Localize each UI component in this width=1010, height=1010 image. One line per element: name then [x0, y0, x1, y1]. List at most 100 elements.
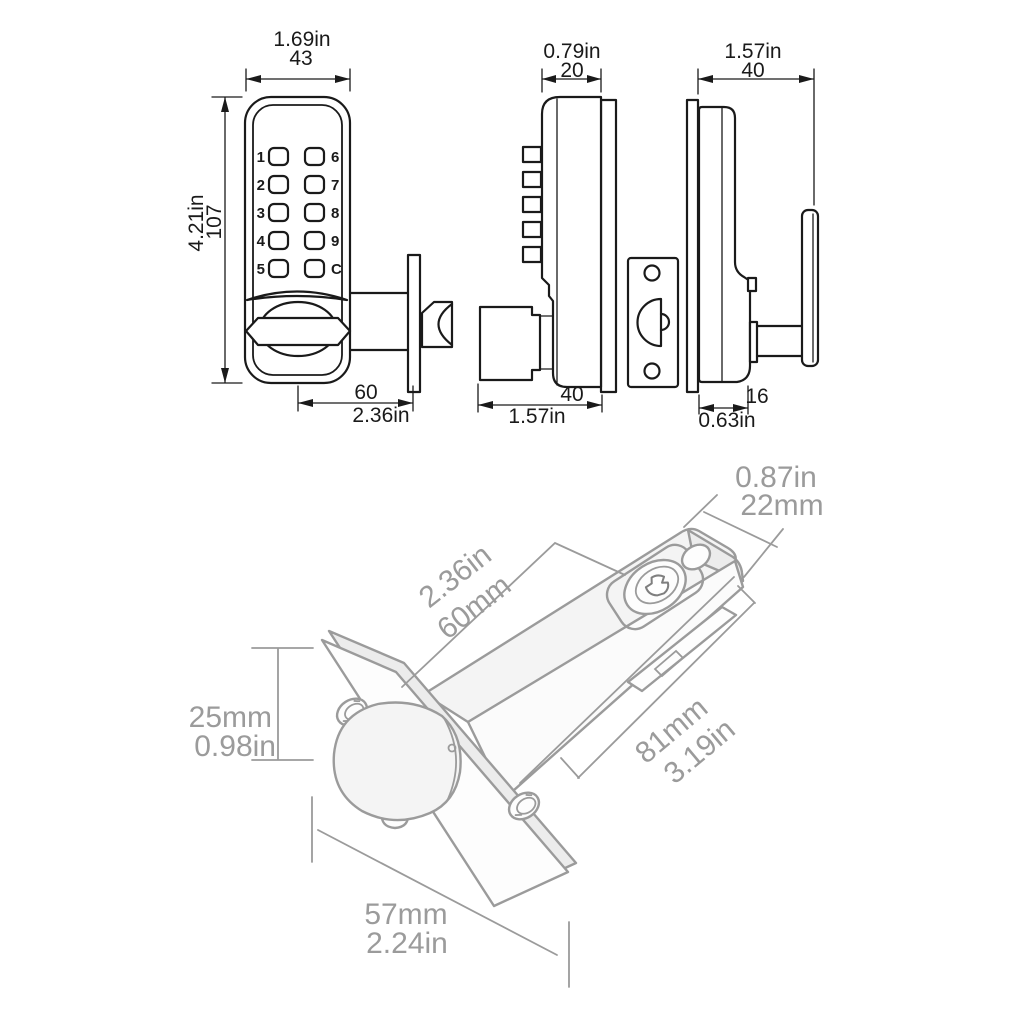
keypad-label-9: 9: [331, 233, 339, 250]
arrow-left-icon: [298, 399, 313, 407]
front-backset-in-label: 2.36in: [352, 404, 409, 427]
arrow-left-icon: [246, 75, 261, 83]
arrow-left-icon: [699, 404, 714, 412]
latch-3d-view: 2.36in 60mm 0.87in 22mm 25mm 0.98in 81mm…: [189, 461, 824, 988]
keypad-label-c: C: [331, 261, 342, 278]
latch-screw-hole: [507, 791, 541, 821]
strike-latch-bump: [659, 312, 671, 332]
keypad-button: [267, 146, 290, 167]
handle-hub: [748, 320, 759, 364]
keypad-button: [303, 174, 326, 195]
rear-depth-mm-label: 16: [745, 385, 768, 408]
side-body-outline: [540, 95, 603, 389]
side-latch-case-links: [539, 315, 554, 370]
side-depth-mm-label: 20: [560, 59, 583, 82]
latch-pin-hole: [680, 543, 712, 571]
rear-depth-in-label: 0.63in: [698, 409, 755, 432]
latch-rear-width-dim-line: [683, 494, 784, 578]
rear-width-mm-label: 40: [741, 59, 764, 82]
arrow-up-icon: [221, 97, 229, 112]
keypad-button: [303, 258, 326, 279]
rear-view: 1.57in 40 16 0.63in: [685, 40, 820, 432]
latch-backset-dim-line: [401, 541, 626, 688]
handle-lever: [800, 208, 820, 368]
side-button: [521, 170, 543, 189]
latch-hub-inner-ring: [634, 565, 680, 605]
latch-spindle-cutout: [644, 574, 670, 597]
side-button: [521, 245, 543, 264]
rear-latch-tab: [746, 276, 758, 293]
front-height-in-label: 4.21in: [185, 194, 208, 251]
keypad-label-8: 8: [331, 205, 339, 222]
latch-plate-width-mm-label: 25mm: [189, 701, 272, 734]
side-dimensions: 0.79in 20 40 1.57in: [477, 40, 603, 428]
latch-plate-width-in-label: 0.98in: [194, 730, 276, 763]
rear-width-in-label: 1.57in: [724, 40, 781, 63]
side-latch-case: [478, 305, 542, 382]
arrow-right-icon: [587, 401, 602, 409]
arrow-right-icon: [398, 399, 413, 407]
latch-body-length-dim-line: [560, 585, 756, 779]
arrow-left-icon: [698, 75, 713, 83]
side-button: [521, 220, 543, 239]
front-view: 1 2 3 4 5 6 7 8 9 C 1.69in 43 4.21in 107: [185, 28, 454, 427]
keypad-button: [267, 230, 290, 251]
arrow-down-icon: [221, 368, 229, 383]
latch-plate-length-in-label: 2.24in: [366, 927, 448, 960]
keypad-button: [303, 230, 326, 251]
arrow-right-icon: [733, 404, 748, 412]
keypad-button: [267, 258, 290, 279]
side-buttons: [521, 145, 543, 264]
handle-neck: [755, 324, 804, 358]
arrow-left-icon: [478, 401, 493, 409]
keypad-label-1: 1: [257, 149, 265, 166]
latch-bolt: [332, 701, 462, 822]
side-view: 0.79in 20 40 1.57in: [477, 40, 680, 428]
strike-screw-hole: [643, 264, 661, 282]
keypad-label-7: 7: [331, 177, 339, 194]
front-keypad: 1 2 3 4 5 6 7 8 9 C: [257, 146, 342, 279]
arrow-right-icon: [799, 75, 814, 83]
front-backset-mm-label: 60: [354, 381, 377, 404]
latch-body-edge-line: [519, 576, 735, 784]
side-button: [521, 145, 543, 164]
front-latch-tube: [348, 291, 410, 352]
arrow-right-icon: [587, 75, 601, 83]
rear-backplate: [685, 98, 700, 394]
front-width-mm-label: 43: [289, 47, 312, 70]
latch-plate-length-dim-line: [311, 796, 570, 988]
side-width-mm-label: 40: [560, 383, 583, 406]
side-depth-in-label: 0.79in: [543, 40, 600, 63]
keypad-label-4: 4: [257, 233, 266, 250]
latch-rear-width-in-label: 0.87in: [735, 461, 817, 494]
keypad-label-3: 3: [257, 205, 265, 222]
latch-rear-width-mm-label: 22mm: [740, 489, 823, 522]
side-button: [521, 195, 543, 214]
keypad-label-5: 5: [257, 261, 265, 278]
front-width-in-label: 1.69in: [273, 28, 330, 51]
strike-latch-hole: [636, 297, 663, 348]
front-latch-bolt: [420, 300, 454, 349]
side-strike-plate: [626, 256, 680, 389]
latch-bolt-face-curve: [443, 717, 457, 800]
side-backplate: [599, 98, 618, 394]
keypad-label-2: 2: [257, 177, 265, 194]
rear-dimensions: 1.57in 40 16 0.63in: [697, 40, 815, 432]
latch-bolt-dot: [447, 743, 457, 753]
front-dimensions: 1.69in 43 4.21in 107 60 2.36in: [185, 28, 414, 427]
arrow-right-icon: [335, 75, 350, 83]
strike-screw-hole: [643, 362, 661, 380]
arrow-left-icon: [542, 75, 556, 83]
keypad-button: [303, 146, 326, 167]
side-width-in-label: 1.57in: [508, 405, 565, 428]
front-latch-faceplate: [406, 253, 422, 394]
front-latch-bolt-curve: [437, 302, 454, 347]
keypad-button: [303, 202, 326, 223]
latch-plate-length-mm-label: 57mm: [364, 898, 447, 931]
rear-body-outline: [697, 105, 752, 384]
latch-plate-width-dim-line: [251, 647, 314, 761]
latch-slot-hook: [653, 649, 685, 678]
front-lever-bar: [244, 316, 352, 347]
